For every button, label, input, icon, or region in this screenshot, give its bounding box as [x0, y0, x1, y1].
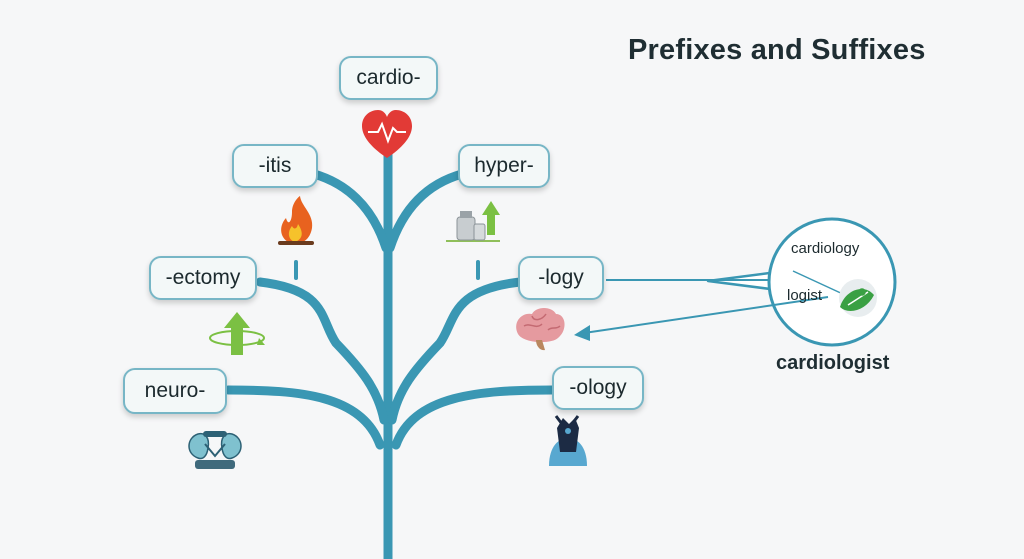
zoom-word-bottom: logist	[787, 287, 823, 304]
tag-ectomy: -ectomy	[149, 256, 257, 300]
zoom-word-top: cardiology	[791, 240, 860, 257]
tree-trunk	[223, 135, 557, 559]
kidneys-icon	[188, 431, 242, 469]
lab-bottles-arrow-icon	[446, 201, 500, 242]
result-word: cardiologist	[776, 352, 890, 374]
rotate-arrow-icon	[209, 312, 265, 355]
tag-neuro: neuro-	[123, 368, 227, 414]
tag-cardio: cardio-	[339, 56, 438, 100]
brain-icon	[516, 308, 565, 351]
fire-icon	[278, 196, 314, 245]
tag-ology: -ology	[552, 366, 644, 410]
arrow-to-brain	[583, 296, 829, 334]
heart-icon	[362, 110, 412, 158]
tag-logy: -logy	[518, 256, 604, 300]
arrow-head	[574, 325, 590, 341]
tag-itis: -itis	[232, 144, 318, 188]
tag-hyper: hyper-	[458, 144, 550, 188]
anatomy-figure-icon	[549, 415, 587, 466]
leaf-icon	[839, 279, 877, 317]
diagram-title: Prefixes and Suffixes	[628, 34, 926, 66]
